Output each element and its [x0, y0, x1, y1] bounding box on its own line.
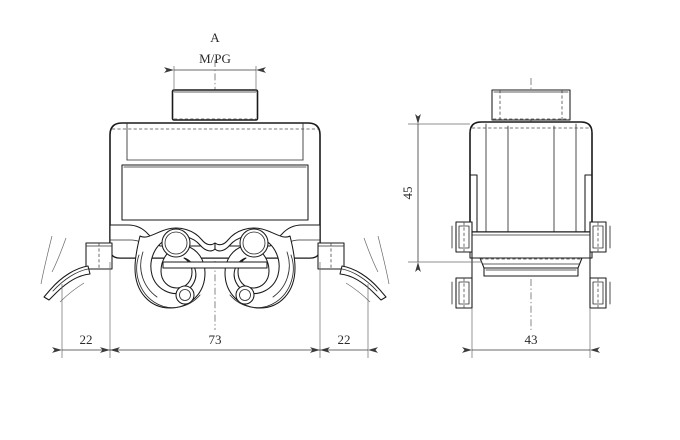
front-view-right-mounting-bracket — [317, 242, 345, 270]
dimension-right-22: 22 — [310, 332, 378, 353]
front-view-cable-gland — [171, 89, 259, 121]
side-view-mating-flange — [469, 231, 593, 259]
side-view-hood-body — [469, 121, 593, 233]
front-view-locking-mechanism — [134, 227, 296, 309]
side-view-right-mounting-lug — [589, 221, 611, 309]
dimension-right-22-value: 22 — [338, 332, 351, 347]
front-view-right-locking-lever — [339, 265, 387, 301]
lever-cross-bar — [162, 261, 268, 269]
dimension-width-43-value: 43 — [525, 332, 538, 347]
side-view-left-mounting-lug — [451, 221, 473, 309]
dimension-left-22: 22 — [52, 332, 120, 353]
dimension-width-43: 43 — [462, 308, 600, 358]
thread-type-label: M/PG — [199, 51, 231, 66]
dimension-height-45-value: 45 — [400, 187, 415, 200]
front-view-horizontal-dimensions: 22 73 22 — [52, 262, 378, 358]
thread-callout-label: A — [210, 30, 220, 45]
dimension-center-73: 73 — [100, 332, 330, 353]
dimension-center-73-value: 73 — [209, 332, 222, 347]
side-view — [451, 78, 611, 330]
side-view-cable-gland — [491, 89, 571, 121]
front-view-left-mounting-bracket — [85, 242, 113, 270]
front-view — [40, 60, 390, 330]
dimension-left-22-value: 22 — [80, 332, 93, 347]
front-view-left-locking-lever — [43, 265, 91, 301]
dimension-height-45: 45 — [400, 114, 482, 272]
side-view-seal-lip — [479, 257, 583, 277]
dimension-thread-callout — [164, 66, 266, 92]
